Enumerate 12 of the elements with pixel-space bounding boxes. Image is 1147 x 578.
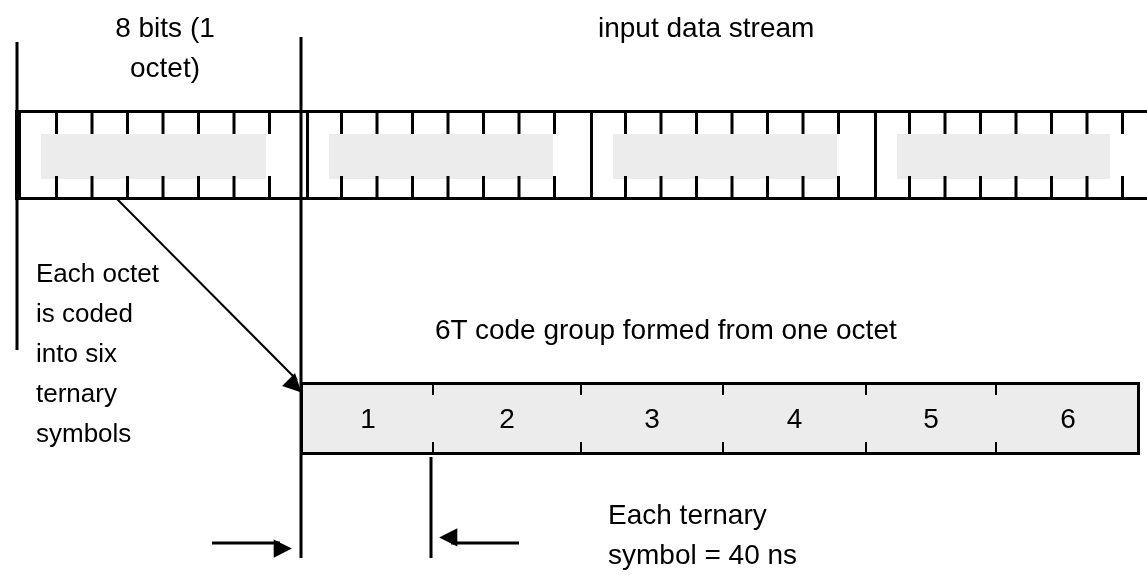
stream-heading: input data stream (598, 11, 815, 45)
symbol-number: 4 (786, 401, 803, 436)
symbol-number: 1 (360, 401, 376, 436)
note-text: Each octet is coded into six ternary symbols (36, 257, 160, 450)
arrow (115, 197, 302, 393)
group-heading: 6T code group formed from one octet (435, 313, 897, 347)
dimension-label: Each ternary symbol = 40 ns (608, 498, 799, 572)
symbol-number: 6 (1060, 401, 1076, 436)
symbol-number: 5 (923, 401, 939, 436)
symbol-number: 2 (499, 401, 515, 436)
symbol-number: 3 (644, 401, 660, 436)
dimension-label: 8 bits (1 octet) (114, 11, 216, 85)
